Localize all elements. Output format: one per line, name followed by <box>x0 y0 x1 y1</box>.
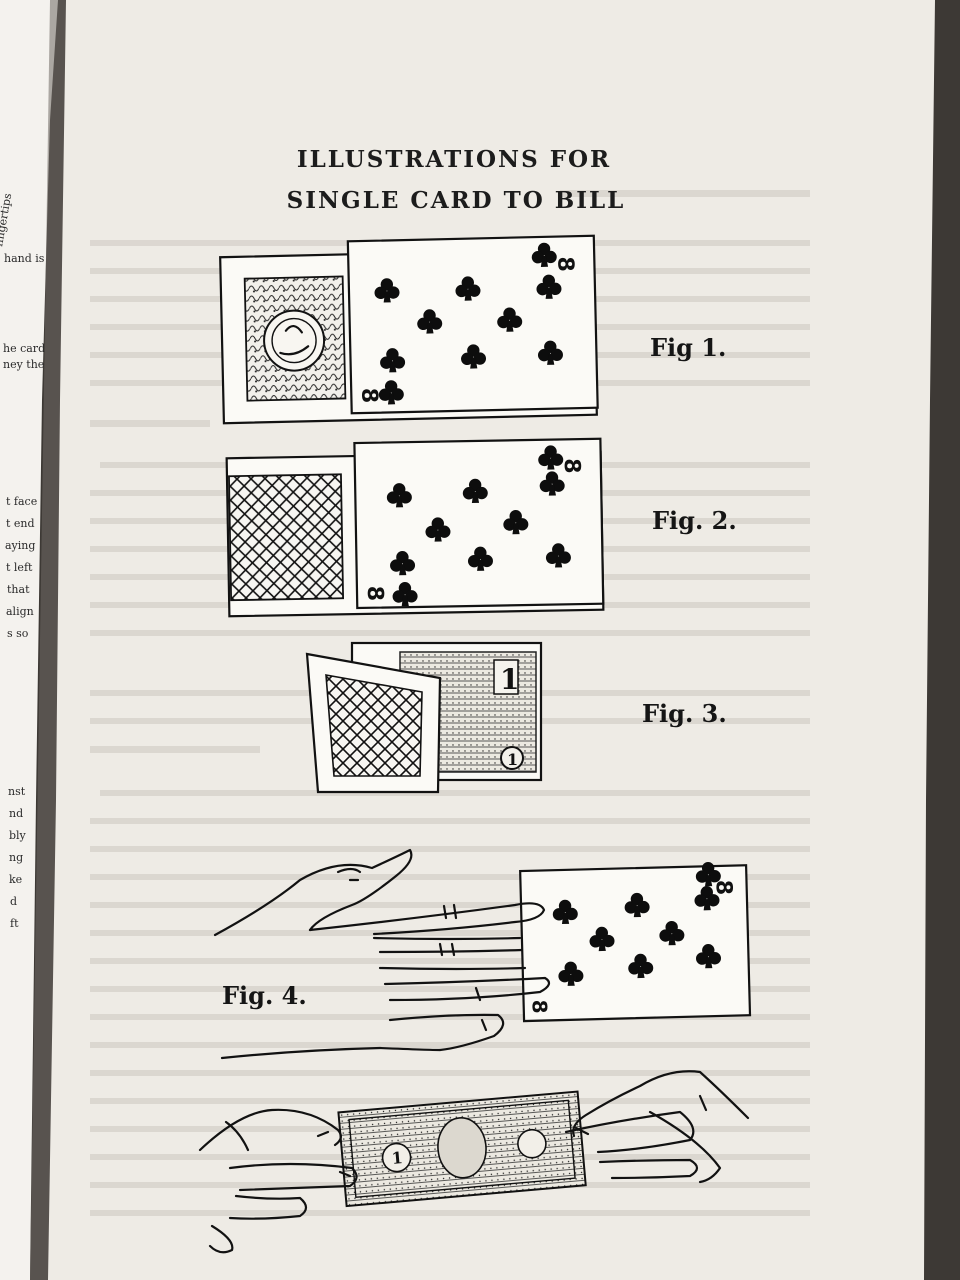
fig3-bill-denomination: 1 <box>507 750 518 769</box>
fig1-card-back-medallion <box>263 309 326 372</box>
fig1-eight-of-clubs <box>346 234 599 415</box>
fig4-rank-top: 8 <box>710 879 735 895</box>
fig1-rank-bottom: 8 <box>356 388 381 404</box>
fig2-rank-bottom: 8 <box>362 585 387 601</box>
page-title-line-2: SINGLE CARD TO BILL <box>287 187 626 214</box>
left-facing-page <box>0 0 58 1280</box>
svg-text:nst: nst <box>8 785 26 798</box>
fig4-thumb <box>213 848 413 937</box>
svg-text:d: d <box>10 895 17 908</box>
fig2-label: Fig. 2. <box>652 506 737 535</box>
page-title-line-1: ILLUSTRATIONS FOR <box>297 146 611 173</box>
fig4-finger-1 <box>308 902 546 936</box>
fig5-right-hand <box>564 1070 750 1184</box>
fig5-left-hand <box>198 1108 358 1254</box>
svg-text:nd: nd <box>9 807 23 820</box>
svg-text:aying: aying <box>5 539 35 552</box>
figure-2: 8 8 Fig. 2. <box>225 437 737 618</box>
fig4-eight-of-clubs <box>519 864 752 1023</box>
fig2-hatched-card-back <box>228 473 345 602</box>
left-page-text-fragments: fingertips hand is he card ney the t fac… <box>0 192 45 930</box>
fig5-bill-portrait <box>437 1117 487 1179</box>
fig1-label: Fig 1. <box>650 333 726 362</box>
svg-text:ney the: ney the <box>3 358 44 371</box>
svg-text:ke: ke <box>9 873 22 886</box>
figure-3: 1 1 Fig. 3. <box>305 641 727 794</box>
fig3-label: Fig. 3. <box>642 699 727 728</box>
fig4-rank-bottom: 8 <box>528 999 552 1014</box>
fig2-rank-top: 8 <box>559 458 584 474</box>
svg-text:t left: t left <box>6 561 33 574</box>
fig1-rank-top: 8 <box>552 256 577 272</box>
figure-5: 1 <box>198 1070 750 1254</box>
svg-text:t end: t end <box>6 517 35 530</box>
fig5-bill-right-seal <box>517 1128 547 1159</box>
fig4-label: Fig. 4. <box>222 981 307 1010</box>
svg-text:ft: ft <box>10 917 19 930</box>
fig5-bill-left-seal <box>381 1142 412 1173</box>
svg-text:that: that <box>7 583 30 596</box>
fig4-palm-line <box>220 1046 442 1060</box>
figure-4: 8 8 Fig. 4. <box>213 848 752 1060</box>
svg-text:s so: s so <box>7 627 29 640</box>
svg-text:align: align <box>6 605 34 618</box>
svg-text:he card: he card <box>3 342 45 355</box>
svg-text:hand is: hand is <box>4 252 45 265</box>
svg-text:ng: ng <box>9 851 23 864</box>
fig4-finger-3 <box>378 966 551 1002</box>
fig2-eight-of-clubs <box>353 437 605 610</box>
svg-text:bly: bly <box>9 829 27 842</box>
figure-1: 8 8 Fig 1. <box>219 234 726 425</box>
svg-text:t face: t face <box>6 495 37 508</box>
fig5-bill-denomination: 1 <box>391 1148 404 1168</box>
fig4-finger-4 <box>388 1013 505 1052</box>
fig3-bill-denomination-top: 1 <box>500 663 519 696</box>
